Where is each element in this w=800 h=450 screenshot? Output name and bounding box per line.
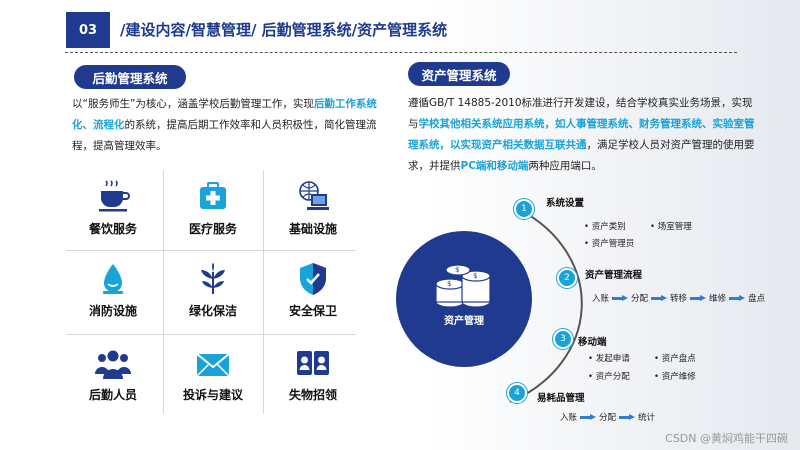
flow-step: 转移 bbox=[670, 294, 688, 304]
asset-process-flow: 入账 分配 转移 维修 盘点 bbox=[592, 292, 765, 304]
coffee-cup-icon bbox=[63, 178, 163, 214]
step-number-badge: 2 bbox=[557, 268, 577, 288]
asset-section-title: 资产管理系统 bbox=[408, 62, 510, 86]
service-label: 失物招领 bbox=[288, 388, 337, 402]
svg-text:$: $ bbox=[455, 266, 459, 274]
logistics-description: 以“服务师生”为核心，涵盖学校后勤管理工作，实现后勤工作系统化、流程化的系统，提… bbox=[72, 94, 384, 157]
arrow-right-icon bbox=[612, 294, 629, 302]
flow-step: 分配 bbox=[631, 294, 649, 304]
coins-icon: $ $ $ bbox=[432, 262, 496, 314]
arrow-right-icon bbox=[729, 294, 746, 302]
arrow-right-icon bbox=[690, 294, 707, 302]
service-item-fire-safety[interactable]: 消防设施 bbox=[63, 260, 163, 319]
service-label: 投诉与建议 bbox=[182, 388, 243, 402]
asset-desc-highlight-2: PC端和移动端 bbox=[460, 160, 529, 172]
step-item: • 资产维修 bbox=[654, 372, 696, 382]
service-label: 餐饮服务 bbox=[88, 222, 137, 236]
page-title: /建设内容/智慧管理/ 后勤管理系统/资产管理系统 bbox=[120, 21, 448, 39]
step-number-badge: 1 bbox=[514, 199, 534, 219]
medical-kit-icon bbox=[163, 178, 263, 214]
grid-divider bbox=[66, 250, 356, 251]
step-title-consumables: 易耗品管理 bbox=[537, 393, 585, 404]
logistics-desc-text-2: 的系统，提高后期工作效率和人员积极性，简化管理流程，提高管理效率。 bbox=[72, 119, 377, 152]
consumables-flow: 入账 分配 统计 bbox=[560, 411, 655, 423]
flow-step: 入账 bbox=[560, 413, 578, 423]
section-number-badge: 03 bbox=[66, 12, 110, 48]
service-label: 基础设施 bbox=[288, 222, 337, 236]
service-label: 绿化保洁 bbox=[188, 304, 237, 318]
asset-hub-label: 资产管理 bbox=[444, 316, 484, 327]
grid-divider bbox=[66, 334, 356, 335]
service-item-catering[interactable]: 餐饮服务 bbox=[63, 178, 163, 237]
arrow-right-icon bbox=[651, 294, 668, 302]
service-label: 安全保卫 bbox=[288, 304, 337, 318]
asset-desc-text-2: ，满足学校人员对资产管理的使用要求，并提供 bbox=[408, 139, 755, 172]
grid-divider bbox=[263, 170, 264, 414]
step-item: • 资产分配 bbox=[588, 372, 630, 382]
service-item-infrastructure[interactable]: 基础设施 bbox=[263, 178, 363, 237]
flow-step: 盘点 bbox=[748, 294, 766, 304]
step-number-badge: 4 bbox=[507, 383, 527, 403]
arrow-right-icon bbox=[580, 413, 597, 421]
service-label: 医疗服务 bbox=[188, 222, 237, 236]
step-item: • 资产盘点 bbox=[654, 354, 696, 364]
flow-step: 入账 bbox=[592, 294, 610, 304]
step-item: • 发起申请 bbox=[588, 354, 630, 364]
service-label: 消防设施 bbox=[88, 304, 137, 318]
fire-drop-icon bbox=[63, 260, 163, 296]
service-item-medical[interactable]: 医疗服务 bbox=[163, 178, 263, 237]
header-divider bbox=[65, 52, 737, 53]
flow-step: 统计 bbox=[638, 413, 656, 423]
svg-text:$: $ bbox=[447, 280, 451, 288]
service-item-complaints[interactable]: 投诉与建议 bbox=[163, 344, 263, 403]
computer-globe-icon bbox=[263, 178, 363, 214]
asset-description: 遵循GB/T 14885-2010标准进行开发建设，结合学校真实业务场景，实现与… bbox=[408, 93, 756, 177]
step-title-mobile: 移动端 bbox=[578, 337, 607, 348]
logistics-section-title: 后勤管理系统 bbox=[74, 65, 186, 89]
svg-text:$: $ bbox=[473, 272, 477, 280]
shield-icon bbox=[263, 260, 363, 296]
watermark-text: CSDN @黄焖鸡能干四碗 bbox=[665, 432, 788, 445]
asset-desc-text-1: 遵循GB/T 14885-2010标准进行开发建设，结合学校真实业务场景，实现与 bbox=[408, 97, 753, 130]
service-item-greening[interactable]: 绿化保洁 bbox=[163, 260, 263, 319]
process-arc bbox=[509, 209, 583, 403]
service-item-security[interactable]: 安全保卫 bbox=[263, 260, 363, 319]
people-icon bbox=[63, 344, 163, 380]
asset-desc-highlight-1: 学校其他相关系统应用系统，如人事管理系统、财务管理系统、实验室管理系统，以实现资… bbox=[408, 118, 755, 151]
arrow-right-icon bbox=[619, 413, 636, 421]
grid-divider bbox=[163, 170, 164, 414]
service-item-staff[interactable]: 后勤人员 bbox=[63, 344, 163, 403]
envelope-icon bbox=[163, 344, 263, 380]
step-item: • 资产类别 bbox=[584, 222, 626, 232]
logistics-desc-highlight: 后勤工作系统化、流程化 bbox=[72, 98, 377, 131]
flow-step: 维修 bbox=[709, 294, 727, 304]
asset-desc-text-3: 两种应用端口。 bbox=[528, 160, 602, 172]
logistics-desc-text-1: 以“服务师生”为核心，涵盖学校后勤管理工作，实现 bbox=[72, 98, 314, 110]
step-item: • 资产管理员 bbox=[584, 239, 635, 249]
step-item: • 场室管理 bbox=[650, 222, 692, 232]
leaf-icon bbox=[163, 260, 263, 296]
flow-step: 分配 bbox=[599, 413, 617, 423]
id-cards-icon bbox=[263, 344, 363, 380]
step-number-badge: 3 bbox=[553, 329, 573, 349]
service-item-lost-found[interactable]: 失物招领 bbox=[263, 344, 363, 403]
service-label: 后勤人员 bbox=[88, 388, 137, 402]
step-title-system-settings: 系统设置 bbox=[546, 198, 585, 209]
step-title-asset-process: 资产管理流程 bbox=[585, 270, 643, 281]
